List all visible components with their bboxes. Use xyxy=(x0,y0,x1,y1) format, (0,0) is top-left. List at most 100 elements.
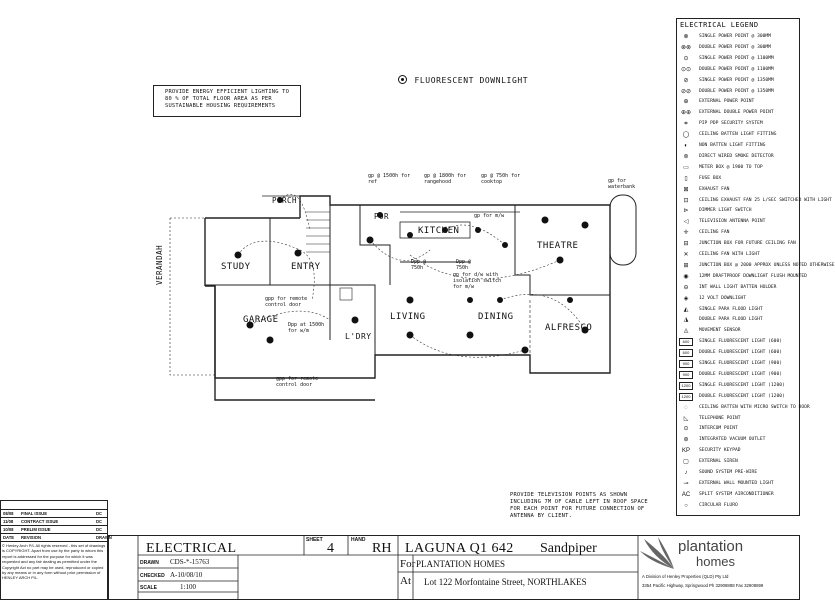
legend-label: NON BATTEN LIGHT FITTING xyxy=(699,143,766,148)
legend-item: ⊗ SINGLE POWER POINT @ 300MM xyxy=(677,32,801,41)
legend-item: ⊘⊘ DOUBLE POWER POINT @ 1350MM xyxy=(677,87,801,96)
for-label: For xyxy=(400,558,416,570)
room-entry: ENTRY xyxy=(291,262,321,272)
legend-symbol-icon: ⊠ xyxy=(683,186,689,193)
legend-symbol-icon: ◬ xyxy=(683,328,689,335)
legend-symbol-icon: ⊙ xyxy=(683,55,689,62)
legend-label: MOVEMENT SENSOR xyxy=(699,328,741,334)
legend-label: SINGLE POWER POINT @ 1100MM xyxy=(699,55,774,61)
legend-symbol-icon: ⊘ xyxy=(683,77,689,84)
legend-symbol-icon: ⊡ xyxy=(683,197,689,204)
title-block-grid xyxy=(137,535,639,600)
sheet-title: ELECTRICAL xyxy=(146,541,237,556)
note-gpo-cooktop: gp @ 750h for cooktop xyxy=(481,173,521,185)
revision-desc: CONTRACT ISSUE xyxy=(21,519,59,524)
checked-label: CHECKED xyxy=(140,573,165,579)
legend-label: TELEVISION ANTENNA POINT xyxy=(699,219,766,225)
room-por: POR xyxy=(374,212,390,221)
drawn-label: DRAWN xyxy=(140,560,159,566)
legend-item: ⊸EXTERNAL WALL MOUNTED LIGHT xyxy=(677,479,801,488)
note-gpo-mw: gp for m/w xyxy=(474,213,505,219)
legend-label: CIRCULAR FLURO xyxy=(699,502,738,508)
legend-label: DOUBLE POWER POINT @ 1100MM xyxy=(699,66,774,72)
legend-item: ◐ NON BATTEN LIGHT FITTING xyxy=(677,141,801,150)
legend-label: EXTERNAL SIREN xyxy=(699,459,738,465)
legend-item: ⊙ SINGLE POWER POINT @ 1100MM xyxy=(677,54,801,63)
legend-symbol-icon: ◐ xyxy=(684,143,688,149)
legend-symbol-icon: ⌗ xyxy=(684,121,688,128)
note-gpo-dw: gp for d/w with isolation switch for m/w xyxy=(453,272,502,290)
legend-symbol-icon: ⊗ xyxy=(683,34,689,40)
legend-symbol-icon: ◭ xyxy=(683,306,689,313)
revision-row: 10/08 PRELIM ISSUE DC xyxy=(1,525,107,534)
legend-item: ⊘ SINGLE POWER POINT @ 1350MM xyxy=(677,76,801,85)
room-theatre: THEATRE xyxy=(537,241,579,251)
legend-symbol-icon: ◯ xyxy=(682,132,690,139)
legend-item: ○ CIRCULAR FLURO xyxy=(677,501,801,510)
legend-symbol-icon: 900 xyxy=(679,370,693,379)
legend-symbol-icon: ⊖ xyxy=(683,284,689,291)
legend-symbol-icon: ⊙⊙ xyxy=(681,66,692,73)
legend-item: ⊖ INT WALL LIGHT BATTEN HOLDER xyxy=(677,283,801,292)
legend-symbol-icon: ✛ xyxy=(683,230,689,237)
room-ldry: L'DRY xyxy=(345,332,372,341)
legend-label: SINGLE POWER POINT @ 300MM xyxy=(699,34,771,39)
room-living: LIVING xyxy=(390,312,426,322)
legend-symbol-icon: ○ xyxy=(684,502,688,509)
room-alfresco: ALFRESCO xyxy=(545,323,593,333)
legend-label: FUSE BOX xyxy=(699,175,722,181)
revision-date: 10/08 xyxy=(3,527,14,532)
tv-note: PROVIDE TELEVISION POINTS AS SHOWN INCLU… xyxy=(510,492,648,519)
note-dpp-750-a: Dpp @ 750h xyxy=(411,259,427,271)
logo-company: A Division of Henley Properties (QLD) Pt… xyxy=(642,574,729,579)
legend-label: SINGLE FLUORESCENT LIGHT (900) xyxy=(699,361,782,366)
revision-date: 08/08 xyxy=(3,511,14,516)
room-garage: GARAGE xyxy=(243,315,279,325)
legend-label: CEILING BATTEN LIGHT FITTING xyxy=(699,132,777,138)
legend-item: ⊕⊕EXTERNAL DOUBLE POWER POINT xyxy=(677,108,801,117)
legend-title: ELECTRICAL LEGEND xyxy=(680,21,759,29)
legend-symbol-icon: ⊙ xyxy=(683,426,689,433)
legend-symbol-icon: ◁ xyxy=(683,219,689,226)
room-dining: DINING xyxy=(478,312,514,322)
legend-item: ⊕EXTERNAL POWER POINT xyxy=(677,97,801,106)
legend-label: 12MM DRAFTPROOF DOWNLIGHT FLUSH MOUNTED xyxy=(699,273,807,279)
legend-item: ◌CEILING BATTEN WITH MICRO SWITCH TO DOO… xyxy=(677,403,809,412)
legend-item: ⊳DIMMER LIGHT SWITCH xyxy=(677,206,801,215)
legend-label: INT WALL LIGHT BATTEN HOLDER xyxy=(699,284,777,290)
room-porch: PORCH xyxy=(272,196,298,205)
legend-label: DOUBLE POWER POINT @ 1350MM xyxy=(699,88,774,94)
facade-name: Sandpiper xyxy=(540,541,597,556)
legend-symbol-icon: KP xyxy=(681,448,690,455)
legend-label: DIMMER LIGHT SWITCH xyxy=(699,208,752,214)
legend-symbol-icon: 600 xyxy=(679,338,693,347)
legend-item: ◈12 VOLT DOWNLIGHT xyxy=(677,294,801,303)
legend-label: SINGLE POWER POINT @ 1350MM xyxy=(699,77,774,83)
legend-item: ⊛INTEGRATED VACUUM OUTLET xyxy=(677,435,801,444)
floor-plan xyxy=(169,194,637,401)
legend-symbol-icon: ⊞ xyxy=(683,262,689,269)
legend-label: CEILING FAN WITH LIGHT xyxy=(699,252,760,257)
legend-symbol-icon: ⊘⊘ xyxy=(681,88,692,95)
legend-symbol-icon: ◮ xyxy=(683,317,689,324)
sheet-number: 4 xyxy=(327,541,334,556)
revision-desc: REVISION xyxy=(21,535,42,540)
at-value: Lot 122 Morfontaine Street, NORTHLAKES xyxy=(424,577,587,587)
legend-symbol-icon: ▢ xyxy=(683,459,689,466)
legend-label: 12 VOLT DOWNLIGHT xyxy=(699,295,747,301)
revision-desc: PRELIM ISSUE xyxy=(21,527,51,532)
legend-symbol-icon: ⊕ xyxy=(683,99,689,106)
plan-outer-wall xyxy=(204,195,611,379)
legend-label: SINGLE FLUORESCENT LIGHT (600) xyxy=(699,339,782,345)
revision-by: DC xyxy=(96,527,103,532)
note-gpo-remote-2: gpp for remote control door xyxy=(276,376,319,388)
legend-symbol-icon: 600 xyxy=(679,349,693,358)
legend-label: PIP PDP SECURITY SYSTEM xyxy=(699,121,763,127)
legend-item: 600 SINGLE FLUORESCENT LIGHT (600) xyxy=(677,337,801,347)
